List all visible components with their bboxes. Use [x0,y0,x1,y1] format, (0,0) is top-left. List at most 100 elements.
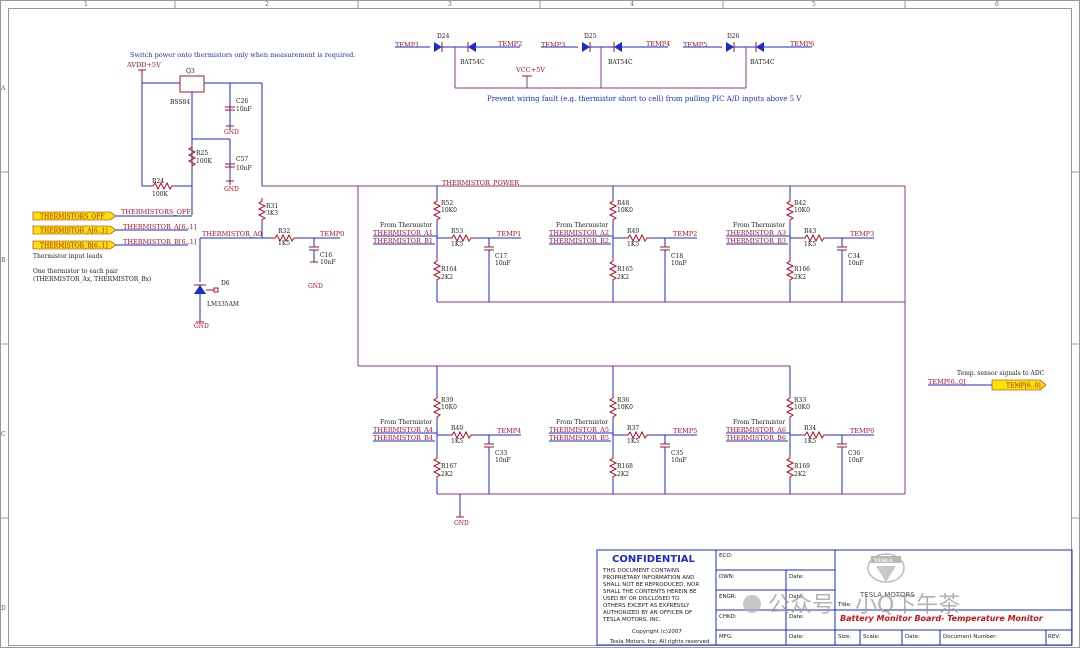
resistor-bottom-icon [786,257,794,284]
mfg-date-label: Date: [789,634,804,640]
note-input-leads: Thermistor input leads [33,253,103,260]
dwn-date-label: Date: [789,574,804,580]
resistor-bottom-icon [433,454,441,481]
frame-col-2: 2 [265,1,269,8]
d25-value: BAT54C [608,59,633,66]
diode-clamp-section: TEMP1 TEMP2 D24 BAT54C TEMP3 TEMP4 D25 B… [395,33,814,89]
net-thermistor-a0: THERMISTOR_A0 [202,230,262,238]
thermistor-a-net: THERMISTOR_A4 [373,426,433,434]
d6-value: LM335AM [207,301,239,308]
net-temp2-clamp: TEMP2 [498,40,522,48]
r31-ref: R31 [266,203,278,210]
thermistor-b-net: THERMISTOR_B3 [726,237,786,245]
rser-ref: R34 [804,425,816,432]
port-thermistor-b-label: THERMISTOR_B[6..1] [40,243,108,250]
resistor-bottom-icon [433,257,441,284]
channel-output-net: TEMP6 [850,427,874,435]
note-one-per-pair-2: (THERMISTOR_Ax, THERMISTOR_Bx) [33,276,151,283]
rser-value: 1K5 [804,241,816,248]
net-temp5-clamp: TEMP5 [683,41,707,49]
rtop-ref: R39 [441,397,453,404]
legal-line-4: SHALL THE CONTENTS HEREIN BE [603,589,697,595]
note-wiring-fault: Prevent wiring fault (e.g. thermistor sh… [487,95,802,103]
d26-ref: D26 [727,33,740,40]
chkd-date-label: Date: [789,614,804,620]
engr-date-label: Date: [789,594,804,600]
r25-value: 100K [196,158,212,165]
rbot-value: 2K2 [794,274,806,281]
net-thermistor-power: THERMISTOR_POWER [442,179,520,187]
capacitor-icon [836,237,848,259]
cap-ref: C34 [848,253,860,260]
net-vcc: VCC+5V [515,66,545,74]
rser-ref: R40 [451,425,463,432]
dwn-label: DWN: [719,574,735,580]
frame-row-c: C [1,431,6,438]
rser-value: 1K5 [627,241,639,248]
gnd-c26: GND [224,129,239,136]
r24-ref: R24 [152,178,164,185]
resistor-top-icon [786,394,794,421]
port-temp-bus [991,379,1047,391]
resistor-top-icon [609,394,617,421]
c57-value: 10nF [236,165,252,172]
resistor-top-icon [433,197,441,224]
diode-d24b-icon [468,42,476,52]
d24-value: BAT54C [460,59,485,66]
port-thermistors-off [32,211,117,221]
rtop-ref: R42 [794,200,806,207]
c57-ref: C57 [236,156,248,163]
temp-bus-output: TEMP[6..0] TEMP[6..0] [928,378,1047,391]
channel-output-net: TEMP5 [673,427,697,435]
rtop-value: 10K0 [441,207,457,214]
cap-ref: C36 [848,450,860,457]
document-number-label: Document Number: [943,634,997,640]
legal-line-3: SHALL NOT BE REPRODUCED, NOR [603,582,699,588]
frame-col-3: 3 [448,1,452,8]
d6-zener-icon [194,285,206,294]
watermark: 公众号 · 小Q下午茶 [743,593,960,618]
d26-value: BAT54C [750,59,775,66]
size-label: Size: [838,634,851,640]
resistor-top-icon [609,197,617,224]
c26-value: 10nF [236,106,252,113]
legal-line-1: THIS DOCUMENT CONTAINS [602,568,680,574]
capacitor-icon [836,434,848,456]
net-temp3-clamp: TEMP3 [541,41,565,49]
rev-label: REV: [1048,634,1061,640]
confidential-title: CONFIDENTIAL [612,554,696,565]
rbot-ref: R166 [794,266,810,273]
diode-d26a-icon [726,42,734,52]
rbot-ref: R169 [794,463,810,470]
d6-ref: D6 [221,280,230,287]
thermistor-a-net: THERMISTOR_A6 [726,426,786,434]
r32-value: 1K5 [278,240,290,247]
rser-value: 1K5 [451,241,463,248]
eco-label: ECO: [719,553,733,559]
cap-value: 10nF [848,457,864,464]
port-thermistors-off-label: THERMISTORS_OFF [40,214,105,221]
frame-col-1: 1 [84,1,88,8]
r31-value: 3K3 [266,210,278,217]
net-temp-bus-left: TEMP[6..0] [928,378,966,386]
diode-d25b-icon [614,42,622,52]
rtop-ref: R48 [617,200,629,207]
net-temp6-clamp: TEMP6 [790,40,814,48]
rights-reserved: Tesla Motors, Inc. All rights reserved [609,639,709,645]
legal-line-7: AUTHORIZED BY AN OFFICER OF [603,610,692,616]
watermark-text: 公众号 · 小Q下午茶 [768,593,960,618]
r32-ref: R32 [278,228,290,235]
cap-ref: C33 [495,450,507,457]
cap-value: 10nF [671,457,687,464]
tesla-logo-text: TESLA [874,558,893,564]
r25-ref: R25 [196,150,208,157]
net-avdd: AVDD+5V [126,61,161,69]
frame-row-a: A [0,85,6,92]
cap-value: 10nF [495,457,511,464]
q3-value: BSS84 [170,99,190,106]
rtop-value: 10K0 [617,404,633,411]
thermistor-b-net: THERMISTOR_B2 [549,237,609,245]
